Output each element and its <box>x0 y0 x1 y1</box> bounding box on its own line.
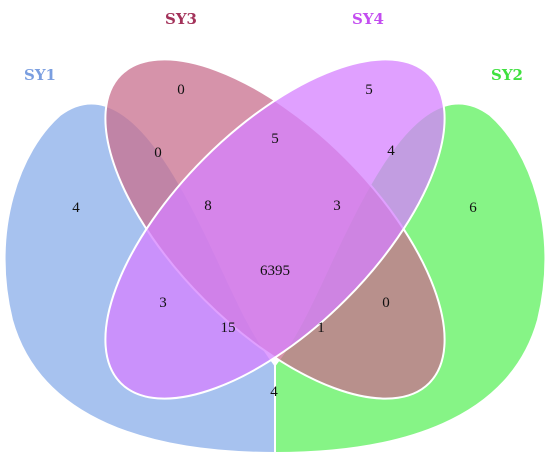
region-value-sy1-only: 4 <box>72 200 80 216</box>
region-value-sy3-sy4: 5 <box>271 131 279 147</box>
region-value-sy1-sy4: 3 <box>159 295 167 311</box>
region-value-sy4-sy2: 4 <box>387 143 395 159</box>
venn-shapes <box>3 58 547 455</box>
region-value-sy4-only: 5 <box>365 82 373 98</box>
region-value-sy1-sy2: 4 <box>270 384 278 400</box>
set-label-sy2: SY2 <box>491 66 523 84</box>
region-value-sy1-sy3: 0 <box>154 145 162 161</box>
region-values: 4 0 5 6 0 5 4 8 3 3 6395 0 15 1 4 <box>72 82 477 400</box>
region-value-sy1-sy3-sy4: 8 <box>204 198 212 214</box>
set-shape-sy4 <box>104 58 446 400</box>
region-value-sy3-sy2: 0 <box>382 295 390 311</box>
region-value-sy1-sy2-sy3: 1 <box>317 320 325 336</box>
region-value-sy1-sy2-sy4: 15 <box>221 320 236 336</box>
region-value-all: 6395 <box>260 263 290 279</box>
region-value-sy3-sy4-sy2: 3 <box>333 198 341 214</box>
region-value-sy2-only: 6 <box>469 200 477 216</box>
set-label-sy1: SY1 <box>24 66 56 84</box>
venn-labels: SY1 SY3 SY4 SY2 <box>24 10 523 84</box>
set-label-sy4: SY4 <box>352 10 384 28</box>
set-label-sy3: SY3 <box>165 10 197 28</box>
region-value-sy3-only: 0 <box>177 82 185 98</box>
